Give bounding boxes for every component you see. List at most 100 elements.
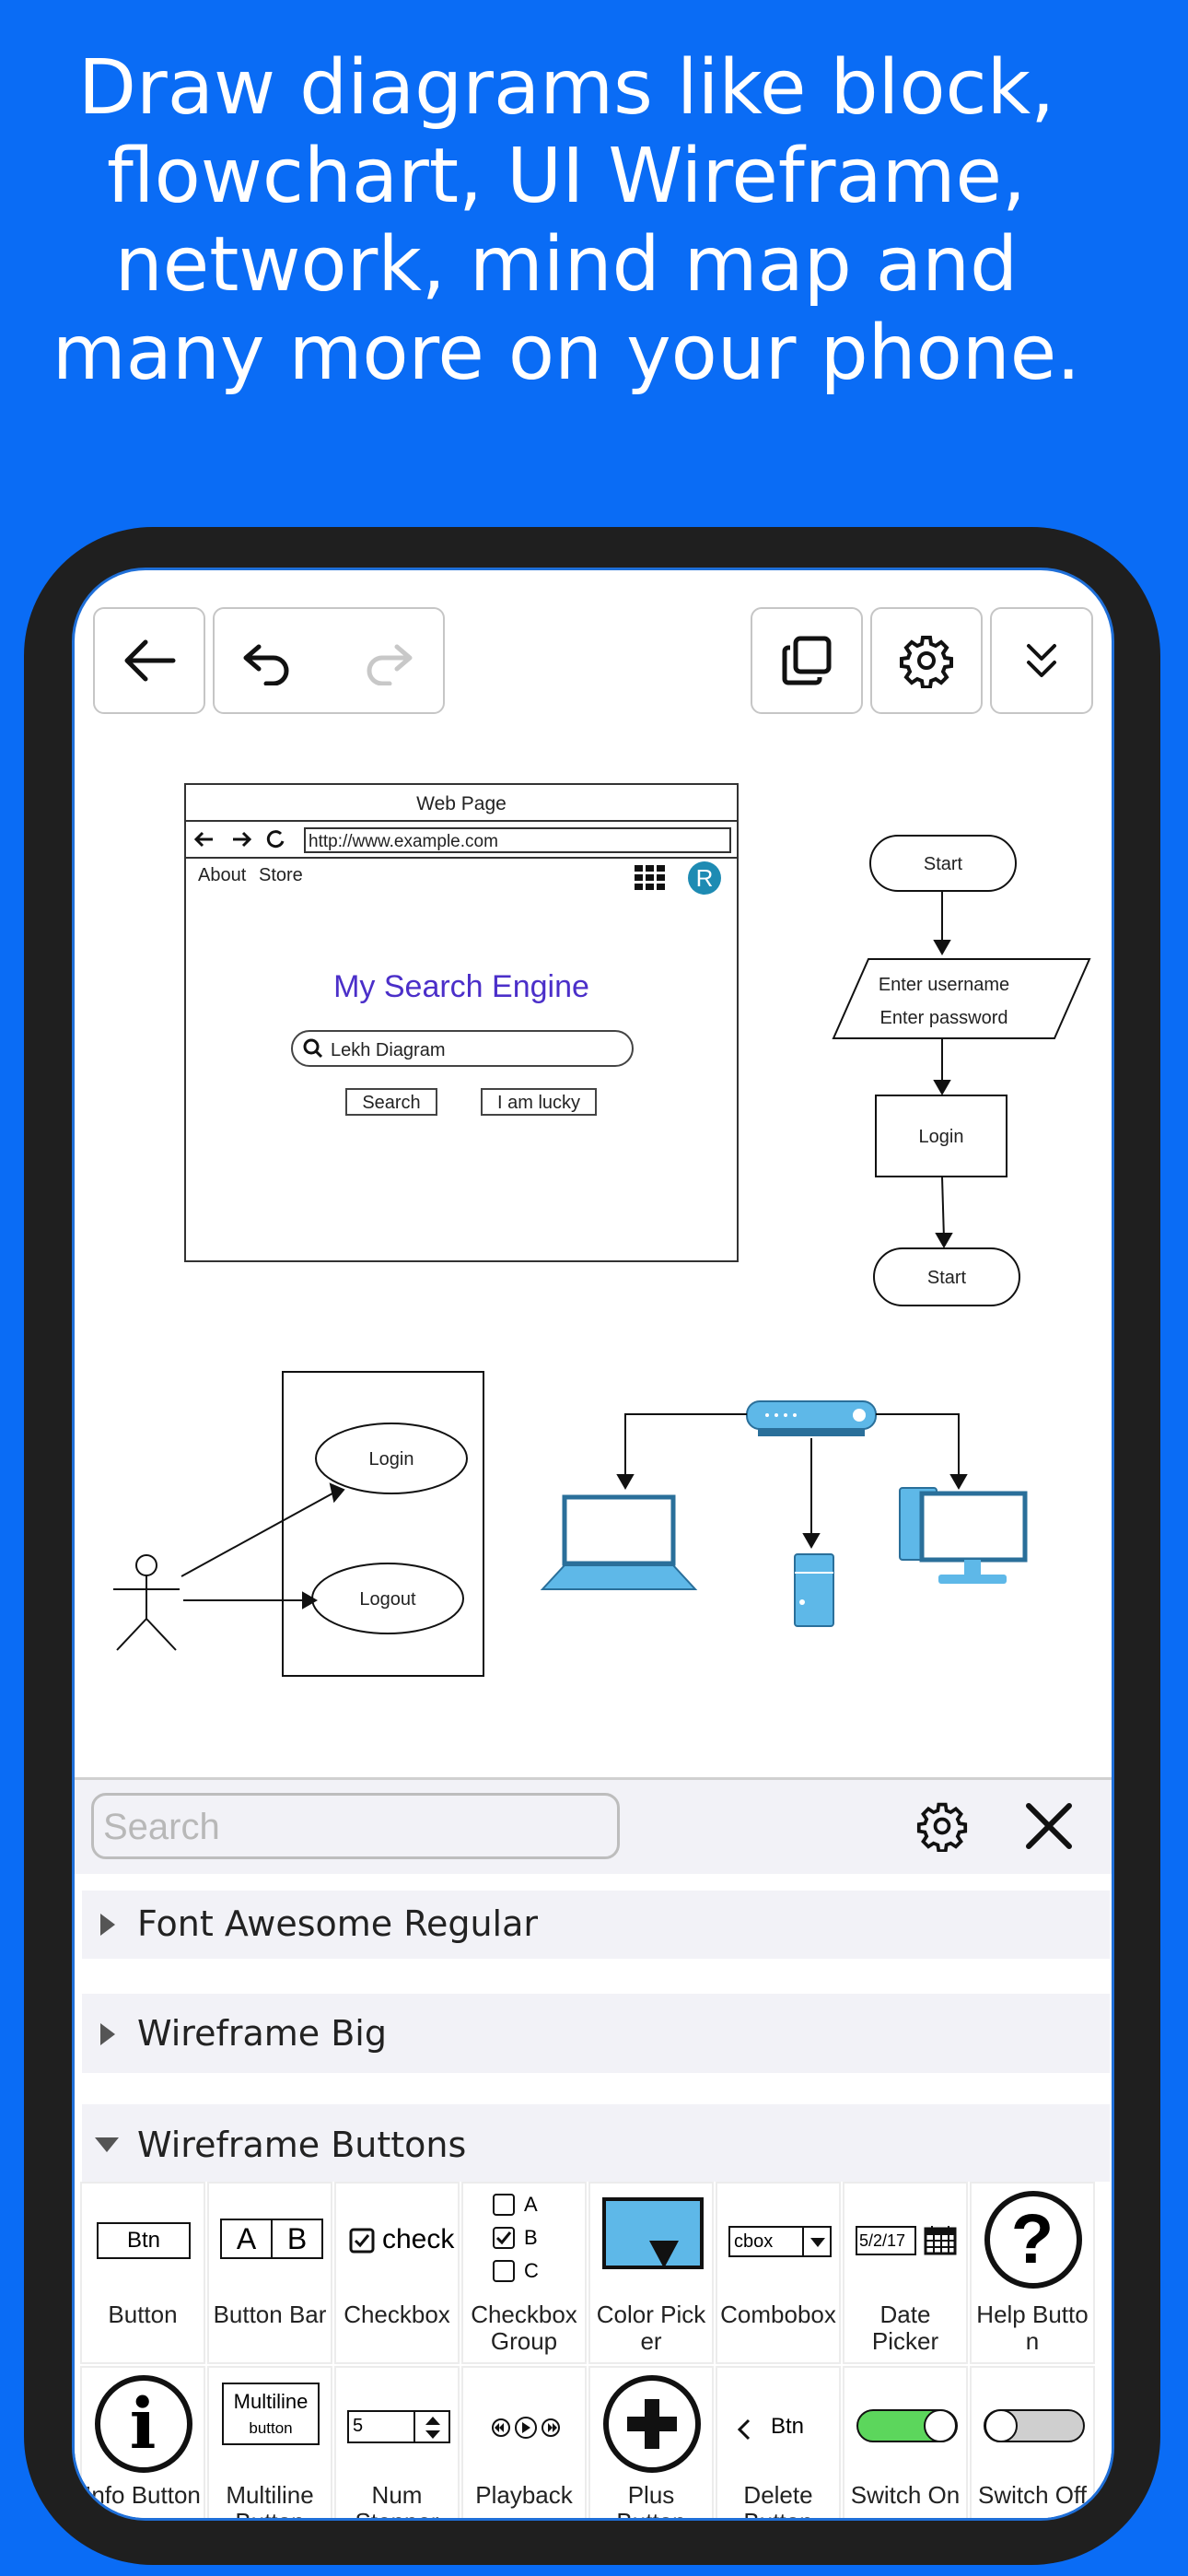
group-wireframe-buttons[interactable]: Wireframe Buttons bbox=[82, 2104, 1110, 2182]
checkbox-group-a: A bbox=[524, 2193, 538, 2216]
magnifier-icon bbox=[303, 1038, 320, 1055]
wireframe-search-box[interactable] bbox=[291, 1030, 634, 1067]
headline-line-1: Draw diagrams like block, bbox=[77, 44, 1055, 132]
undo-redo-group bbox=[213, 607, 445, 714]
actor-figure[interactable] bbox=[113, 1554, 180, 1651]
laptop-icon[interactable] bbox=[540, 1494, 698, 1590]
diagram-canvas[interactable]: Web Page http://www.example.com About St… bbox=[75, 745, 1114, 1768]
shape-caption: Date Picker bbox=[871, 2301, 939, 2355]
info-icon bbox=[95, 2375, 192, 2473]
chevron-left-icon bbox=[737, 2418, 751, 2441]
color-picker-icon bbox=[602, 2197, 704, 2269]
undo-icon[interactable] bbox=[240, 639, 296, 685]
close-icon[interactable] bbox=[1023, 1800, 1075, 1852]
plus-circle-icon bbox=[603, 2375, 701, 2473]
shape-help-button[interactable]: ? Help Button bbox=[970, 2182, 1095, 2364]
multiline-button-preview: Multiline button bbox=[222, 2383, 320, 2445]
usecase-login[interactable] bbox=[315, 1423, 468, 1494]
shape-plus-button[interactable]: Plus Button bbox=[588, 2366, 714, 2518]
triangle-right-icon bbox=[100, 2023, 115, 2045]
shape-caption: Checkbox bbox=[344, 2301, 450, 2328]
group-wireframe-big[interactable]: Wireframe Big bbox=[82, 1994, 1110, 2073]
group-label: Wireframe Big bbox=[137, 2013, 387, 2054]
help-icon bbox=[984, 2191, 1082, 2289]
flow-login[interactable] bbox=[875, 1095, 1007, 1177]
shape-switch-off[interactable]: Switch Off bbox=[970, 2366, 1095, 2518]
checkbox-preview-label: check bbox=[382, 2224, 455, 2254]
checkbox-group-icon bbox=[493, 2194, 515, 2282]
shape-button-bar[interactable]: A B Button Bar bbox=[207, 2182, 332, 2364]
shape-caption: Playback bbox=[475, 2481, 573, 2509]
date-picker-preview: 5/2/17 bbox=[856, 2226, 916, 2255]
shape-num-stepper[interactable]: 5 Num Stepper bbox=[334, 2366, 460, 2518]
server-icon[interactable] bbox=[794, 1553, 834, 1627]
router-icon[interactable] bbox=[746, 1400, 877, 1436]
nav-store[interactable]: Store bbox=[259, 865, 303, 885]
shape-multiline-button[interactable]: Multiline button Multiline Button bbox=[207, 2366, 332, 2518]
webpage-wireframe[interactable]: Web Page http://www.example.com About St… bbox=[184, 783, 739, 1262]
delete-button-preview: Btn bbox=[771, 2414, 805, 2439]
shape-checkbox-group[interactable]: A B C Checkbox Group bbox=[461, 2182, 587, 2364]
back-button[interactable] bbox=[93, 607, 205, 714]
wireframe-lucky-button[interactable] bbox=[481, 1088, 597, 1116]
group-font-awesome-regular[interactable]: Font Awesome Regular bbox=[82, 1891, 1110, 1959]
wireframe-lucky-button-label: I am lucky bbox=[497, 1093, 580, 1113]
headline-line-4: many more on your phone. bbox=[52, 309, 1081, 397]
flow-input[interactable] bbox=[832, 958, 1091, 1039]
desktop-computer-icon[interactable] bbox=[899, 1487, 1028, 1584]
shape-combobox[interactable]: cbox Combobox bbox=[716, 2182, 841, 2364]
copy-icon bbox=[782, 636, 832, 685]
combobox-preview: cbox bbox=[728, 2226, 832, 2257]
shape-playback[interactable]: Playback bbox=[461, 2366, 587, 2518]
collapse-button[interactable] bbox=[990, 607, 1093, 714]
button-bar-b: B bbox=[286, 2222, 308, 2255]
flow-end[interactable] bbox=[873, 1247, 1020, 1306]
info-glyph: i bbox=[129, 2383, 157, 2465]
webpage-title: Web Page bbox=[416, 793, 507, 814]
group-label: Wireframe Buttons bbox=[137, 2125, 467, 2165]
redo-icon[interactable] bbox=[360, 639, 415, 685]
flowchart[interactable] bbox=[832, 835, 1091, 1306]
nav-about[interactable]: About bbox=[198, 865, 247, 885]
apps-grid-icon[interactable] bbox=[635, 865, 665, 890]
avatar[interactable] bbox=[688, 861, 721, 895]
wireframe-search-button-label: Search bbox=[362, 1093, 420, 1113]
url-field[interactable] bbox=[304, 827, 731, 853]
gear-icon bbox=[900, 636, 953, 688]
toggle-off-icon bbox=[984, 2409, 1085, 2442]
triangle-right-icon bbox=[100, 1914, 115, 1936]
checkbox-group-b: B bbox=[524, 2226, 538, 2249]
usecase-diagram[interactable] bbox=[113, 1371, 484, 1677]
multiline-line-2: button bbox=[249, 2419, 293, 2437]
shape-checkbox[interactable]: check Checkbox bbox=[334, 2182, 460, 2364]
group-label: Font Awesome Regular bbox=[137, 1903, 538, 1944]
chevron-down-icon bbox=[810, 2238, 825, 2247]
reload-icon bbox=[266, 830, 285, 849]
shape-library-panel: Search Font Awesome Regular Wireframe Bi… bbox=[75, 1777, 1112, 2518]
chevron-double-down-icon bbox=[1027, 644, 1056, 677]
shape-color-picker[interactable]: Color Picker bbox=[588, 2182, 714, 2364]
usecase-login-label: Login bbox=[369, 1449, 414, 1469]
shape-caption: Help Button bbox=[976, 2301, 1089, 2355]
settings-button[interactable] bbox=[870, 607, 983, 714]
headline: Draw diagrams like block, flowchart, UI … bbox=[0, 44, 1133, 398]
shape-caption: Color Picker bbox=[596, 2301, 706, 2355]
shape-info-button[interactable]: i Info Button bbox=[80, 2366, 205, 2518]
network-diagram[interactable] bbox=[540, 1400, 1028, 1627]
checkbox-group-c: C bbox=[524, 2259, 539, 2282]
duplicate-button[interactable] bbox=[751, 607, 863, 714]
flow-login-label: Login bbox=[919, 1127, 964, 1147]
gear-icon[interactable] bbox=[916, 1800, 968, 1852]
shape-caption: Button bbox=[108, 2301, 178, 2328]
shape-date-picker[interactable]: 5/2/17 Date Picker bbox=[843, 2182, 968, 2364]
usecase-logout-label: Logout bbox=[359, 1589, 416, 1610]
search-engine-heading: My Search Engine bbox=[333, 969, 589, 1004]
shape-search-input[interactable]: Search bbox=[91, 1793, 620, 1859]
shape-caption: Info Button bbox=[85, 2481, 201, 2509]
shape-button[interactable]: Btn Button bbox=[80, 2182, 205, 2364]
wireframe-search-button[interactable] bbox=[345, 1088, 437, 1116]
shape-caption: Switch On bbox=[850, 2481, 961, 2509]
shape-switch-on[interactable]: Switch On bbox=[843, 2366, 968, 2518]
shape-delete-button[interactable]: Btn Delete Button bbox=[716, 2366, 841, 2518]
shape-caption: Switch Off bbox=[977, 2481, 1087, 2509]
